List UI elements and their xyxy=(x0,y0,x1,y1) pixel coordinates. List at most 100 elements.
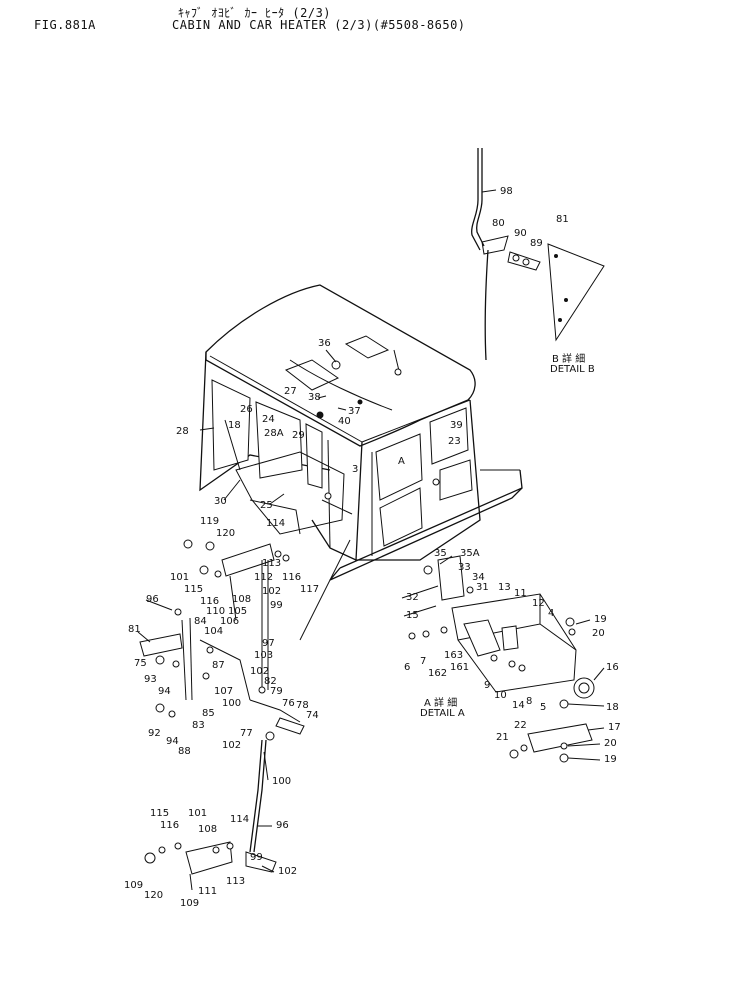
callout-6: 6 xyxy=(404,662,410,673)
callout-20b: 20 xyxy=(604,738,617,749)
callout-113: 113 xyxy=(262,558,281,569)
callout-99b: 99 xyxy=(250,852,263,863)
callout-30: 30 xyxy=(214,496,227,507)
callout-115b: 115 xyxy=(150,808,169,819)
callout-81: 81 xyxy=(556,214,569,225)
callout-93: 93 xyxy=(144,674,157,685)
callout-15: 15 xyxy=(406,610,419,621)
figure-number: FIG.881A xyxy=(34,18,96,32)
callout-35: 35 xyxy=(434,548,447,559)
callout-12: 12 xyxy=(532,598,545,609)
callout-105: 105 xyxy=(228,606,247,617)
figure-title: CABIN AND CAR HEATER (2/3)(#5508-8650) xyxy=(172,18,466,32)
callout-107: 107 xyxy=(214,686,233,697)
callout-94b: 94 xyxy=(166,736,179,747)
callout-4: 4 xyxy=(548,608,554,619)
callout-99: 99 xyxy=(270,600,283,611)
callout-80: 80 xyxy=(492,218,505,229)
callout-115: 115 xyxy=(184,584,203,595)
callout-162: 162 xyxy=(428,668,447,679)
detail-a-label: DETAIL A xyxy=(420,708,465,719)
callout-119: 119 xyxy=(200,516,219,527)
callout-101: 101 xyxy=(170,572,189,583)
callout-108b: 108 xyxy=(198,824,217,835)
callout-111: 111 xyxy=(198,886,217,897)
callout-106: 106 xyxy=(220,616,239,627)
callout-labels: 98 80 90 89 81 B 詳 細 DETAIL B 36 27 38 3… xyxy=(124,186,621,909)
callout-14: 14 xyxy=(512,700,525,711)
callout-18: 18 xyxy=(228,420,241,431)
callout-98: 98 xyxy=(500,186,513,197)
callout-112: 112 xyxy=(254,572,273,583)
callout-109: 109 xyxy=(124,880,143,891)
callout-28: 28 xyxy=(176,426,189,437)
callout-31: 31 xyxy=(476,582,489,593)
callout-5: 5 xyxy=(540,702,546,713)
callout-23: 23 xyxy=(448,436,461,447)
callout-116b: 116 xyxy=(200,596,219,607)
control-linkage xyxy=(139,539,305,891)
callout-92: 92 xyxy=(148,728,161,739)
callout-10: 10 xyxy=(494,690,507,701)
callout-76: 76 xyxy=(282,698,295,709)
control-cable xyxy=(299,539,351,641)
callout-89: 89 xyxy=(530,238,543,249)
callout-102b: 102 xyxy=(250,666,269,677)
callout-26: 26 xyxy=(240,404,253,415)
callout-27: 27 xyxy=(284,386,297,397)
callout-40: 40 xyxy=(338,416,351,427)
callout-36: 36 xyxy=(318,338,331,349)
callout-16: 16 xyxy=(606,662,619,673)
detail-b-label-jp: B 詳 細 xyxy=(552,352,585,365)
cabin-body xyxy=(199,284,523,581)
detail-a-heater-unit xyxy=(408,555,595,763)
callout-24: 24 xyxy=(262,414,275,425)
callout-29: 29 xyxy=(292,430,305,441)
callout-101b: 101 xyxy=(188,808,207,819)
callout-85: 85 xyxy=(202,708,215,719)
callout-38: 38 xyxy=(308,392,321,403)
callout-82: 82 xyxy=(264,676,277,687)
callout-83: 83 xyxy=(192,720,205,731)
callout-104: 104 xyxy=(204,626,223,637)
callout-114: 114 xyxy=(266,518,285,529)
callout-77: 77 xyxy=(240,728,253,739)
callout-3: 3 xyxy=(352,464,358,475)
callout-81b: 81 xyxy=(128,624,141,635)
callout-32: 32 xyxy=(406,592,419,603)
leader-lines xyxy=(137,189,605,873)
callout-96b: 96 xyxy=(276,820,289,831)
callout-94: 94 xyxy=(158,686,171,697)
callout-116: 116 xyxy=(282,572,301,583)
callout-28a: 28A xyxy=(264,428,284,439)
callout-120: 120 xyxy=(216,528,235,539)
callout-102: 102 xyxy=(262,586,281,597)
callout-108: 108 xyxy=(232,594,251,605)
callout-A: A xyxy=(398,456,405,467)
callout-19b: 19 xyxy=(604,754,617,765)
callout-75: 75 xyxy=(134,658,147,669)
callout-90: 90 xyxy=(514,228,527,239)
callout-9: 9 xyxy=(484,680,490,691)
callout-19: 19 xyxy=(594,614,607,625)
callout-39: 39 xyxy=(450,420,463,431)
callout-102c: 102 xyxy=(222,740,241,751)
callout-120b: 120 xyxy=(144,890,163,901)
callout-8: 8 xyxy=(526,696,532,707)
detail-b-label: DETAIL B xyxy=(550,364,595,375)
callout-117: 117 xyxy=(300,584,319,595)
callout-20: 20 xyxy=(592,628,605,639)
callout-116c: 116 xyxy=(160,820,179,831)
callout-7: 7 xyxy=(420,656,426,667)
callout-161: 161 xyxy=(450,662,469,673)
callout-33: 33 xyxy=(458,562,471,573)
callout-102d: 102 xyxy=(278,866,297,877)
callout-100: 100 xyxy=(222,698,241,709)
callout-100b: 100 xyxy=(272,776,291,787)
callout-109b: 109 xyxy=(180,898,199,909)
callout-103: 103 xyxy=(254,650,273,661)
callout-113b: 113 xyxy=(226,876,245,887)
callout-88: 88 xyxy=(178,746,191,757)
